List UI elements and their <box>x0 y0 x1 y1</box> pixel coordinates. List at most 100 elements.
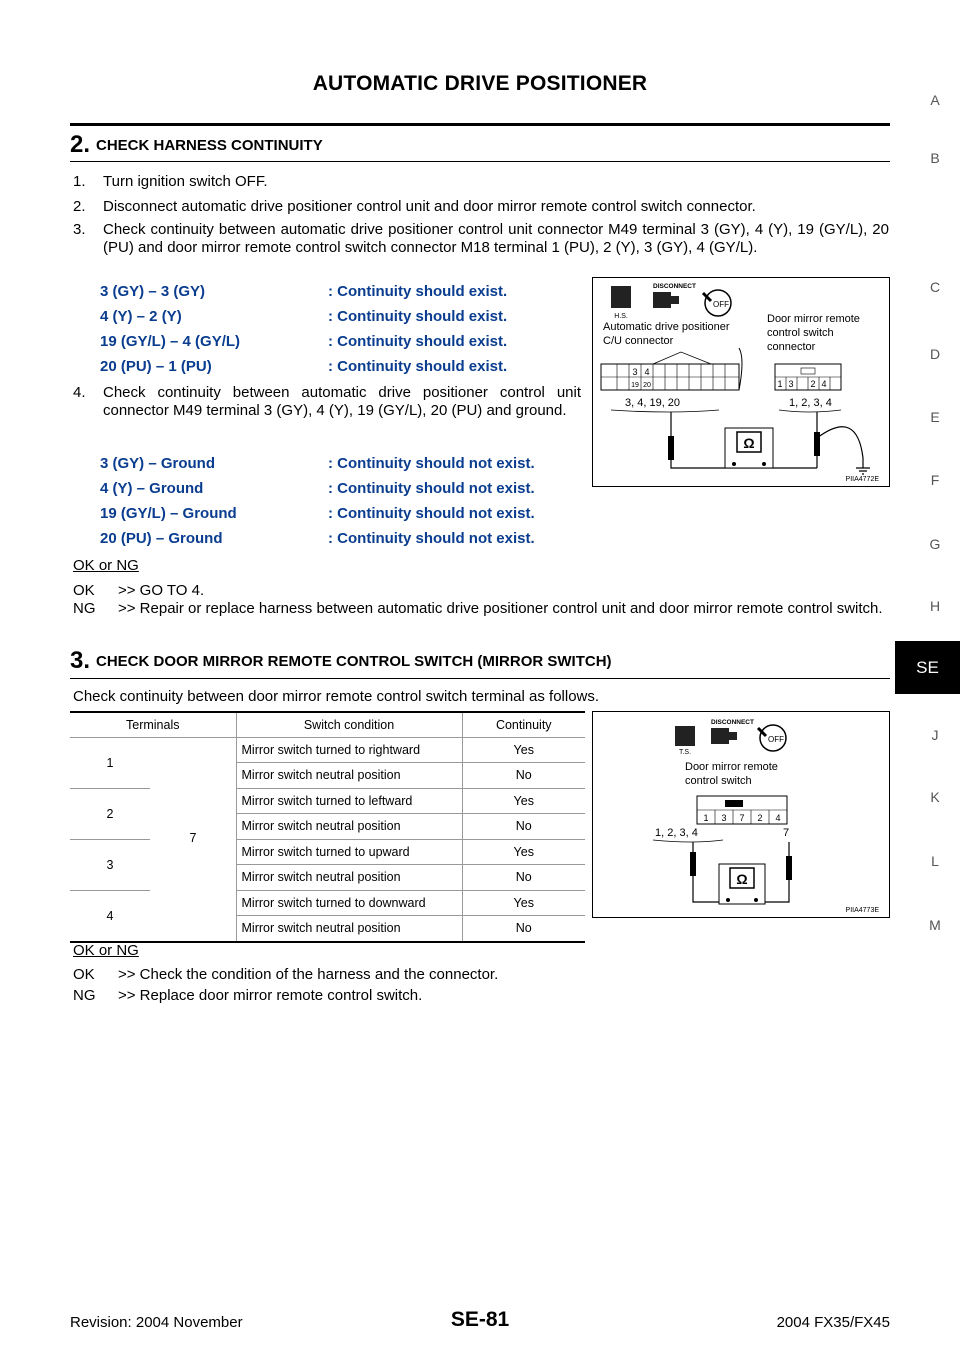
disconnect-label: DISCONNECT <box>653 283 696 290</box>
hs-connector-icon: H.S. <box>611 286 631 320</box>
right-connector-label-1: Door mirror remote <box>767 313 860 325</box>
index-letter-f[interactable]: F <box>930 472 940 488</box>
step-2-item-2: 2.Disconnect automatic drive positioner … <box>73 198 756 215</box>
pin-1: 1 <box>777 379 782 389</box>
result-ng: NG>> Replace door mirror remote control … <box>73 987 423 1004</box>
step-3-heading: 3. CHECK DOOR MIRROR REMOTE CONTROL SWITC… <box>70 647 890 675</box>
step-2-heading: 2. CHECK HARNESS CONTINUITY <box>70 131 890 159</box>
left-terminals-label: 3, 4, 19, 20 <box>625 397 680 409</box>
switch-label-1: Door mirror remote <box>685 761 778 773</box>
switch-label-2: control switch <box>685 775 752 787</box>
pin-4: 4 <box>644 367 649 377</box>
pin-2: 2 <box>757 813 762 823</box>
table-row: 2 Mirror switch turned to leftward Mirro… <box>70 787 585 840</box>
index-letter-c[interactable]: C <box>929 279 941 295</box>
index-letter-h[interactable]: H <box>929 598 941 614</box>
figure-code: PIIA4772E <box>846 476 880 483</box>
right-connector-label-3: connector <box>767 341 816 353</box>
harness-diagram-figure: H.S. DISCONNECT OFF Automatic drive posi… <box>592 277 890 487</box>
cu-connector-face: 3 4 19 20 <box>600 351 740 391</box>
index-letter-j[interactable]: J <box>931 727 939 743</box>
step-3-intro: Check continuity between door mirror rem… <box>73 688 600 705</box>
index-letter-l[interactable]: L <box>931 853 939 869</box>
terminals-right-label: 7 <box>783 827 789 839</box>
index-letter-b[interactable]: B <box>930 150 940 166</box>
table-row: 4 Mirror switch turned to downward Mirro… <box>70 889 585 943</box>
index-letter-m[interactable]: M <box>929 917 941 933</box>
step-2-rule <box>70 161 890 162</box>
step-3-rule <box>70 678 890 679</box>
pin-4: 4 <box>821 379 826 389</box>
table-header-row: Terminals Switch condition Continuity <box>70 711 585 738</box>
step-2-item-3: 3.Check continuity between automatic dri… <box>73 221 889 256</box>
step-2-item-1: 1.Turn ignition switch OFF. <box>73 173 268 190</box>
figure-code: PIIA4773E <box>846 907 880 914</box>
ok-or-ng-label: OK or NG <box>73 557 139 574</box>
ts-connector-icon: T.S. <box>675 726 695 756</box>
disconnect-icon: DISCONNECT <box>653 283 696 308</box>
switch-connector-face: 1 3 7 2 4 <box>696 795 788 825</box>
pin-3: 3 <box>788 379 793 389</box>
pin-3: 3 <box>632 367 637 377</box>
pin-2: 2 <box>810 379 815 389</box>
left-connector-label-2: C/U connector <box>603 335 674 347</box>
step-2-item-4: 4.Check continuity between automatic dri… <box>73 384 581 419</box>
header-rule <box>70 123 890 126</box>
ignition-off-icon: OFF <box>701 289 732 317</box>
header-continuity: Continuity <box>461 711 585 738</box>
hs-label: H.S. <box>614 313 628 320</box>
mirror-switch-connector-face: 1 3 2 4 <box>774 363 842 391</box>
terminal-4: 4 <box>106 908 114 923</box>
index-letter-d[interactable]: D <box>929 346 941 362</box>
ohmmeter-icon: Ω <box>718 863 766 905</box>
pin-19: 19 <box>631 382 639 389</box>
index-tab-se-active[interactable]: SE <box>895 641 960 694</box>
header-terminals: Terminals <box>70 711 237 738</box>
ground-icon <box>856 467 870 475</box>
continuity-table: Terminals Switch condition Continuity 1 … <box>70 711 585 943</box>
pin-7: 7 <box>739 813 744 823</box>
ignition-off-icon: OFF <box>756 724 787 752</box>
index-letter-e[interactable]: E <box>930 409 940 425</box>
terminals-left-label: 1, 2, 3, 4 <box>655 827 698 839</box>
index-letter-g[interactable]: G <box>929 536 941 552</box>
step-3-title: CHECK DOOR MIRROR REMOTE CONTROL SWITCH … <box>96 653 612 670</box>
off-label: OFF <box>768 735 784 744</box>
pin-1: 1 <box>703 813 708 823</box>
terminal-3: 3 <box>106 857 114 872</box>
off-label: OFF <box>713 300 729 309</box>
ok-or-ng-label: OK or NG <box>73 942 139 959</box>
page-title: AUTOMATIC DRIVE POSITIONER <box>312 72 648 95</box>
index-letter-a[interactable]: A <box>930 92 940 108</box>
pin-3: 3 <box>721 813 726 823</box>
switch-diagram-figure: T.S. DISCONNECT OFF Door mirror remote c… <box>592 711 890 918</box>
ts-label: T.S. <box>679 749 691 756</box>
terminal-2: 2 <box>106 806 114 821</box>
ohm-symbol: Ω <box>736 871 747 887</box>
disconnect-icon: DISCONNECT <box>711 719 754 744</box>
table-row: 1 Mirror switch turned to rightward Mirr… <box>70 736 585 789</box>
result-ok: OK>> Check the condition of the harness … <box>73 966 499 983</box>
right-terminals-label: 1, 2, 3, 4 <box>789 397 832 409</box>
disconnect-label: DISCONNECT <box>711 719 754 726</box>
footer-model: 2004 FX35/FX45 <box>776 1314 890 1331</box>
ohm-symbol: Ω <box>743 435 754 451</box>
right-connector-label-2: control switch <box>767 327 834 339</box>
step-2-number: 2. <box>70 131 91 158</box>
common-terminal-7: 7 <box>150 738 236 938</box>
section-index: A B C D E F G H SE J K L M <box>885 0 960 1358</box>
footer-revision: Revision: 2004 November <box>70 1314 243 1331</box>
header-switch-condition: Switch condition <box>235 711 463 738</box>
step-3-number: 3. <box>70 647 91 674</box>
left-connector-label-1: Automatic drive positioner <box>603 321 730 333</box>
step-2-title: CHECK HARNESS CONTINUITY <box>96 137 323 154</box>
result-ng: NG>> Repair or replace harness between a… <box>73 600 883 617</box>
footer-page-number: SE-81 <box>450 1308 510 1331</box>
pin-20: 20 <box>643 382 651 389</box>
terminal-1: 1 <box>106 755 114 770</box>
result-ok: OK>> GO TO 4. <box>73 582 205 599</box>
pin-4: 4 <box>775 813 780 823</box>
table-row: 3 Mirror switch turned to upward Mirror … <box>70 838 585 891</box>
ohmmeter-icon: Ω <box>724 427 774 469</box>
index-letter-k[interactable]: K <box>930 789 940 805</box>
